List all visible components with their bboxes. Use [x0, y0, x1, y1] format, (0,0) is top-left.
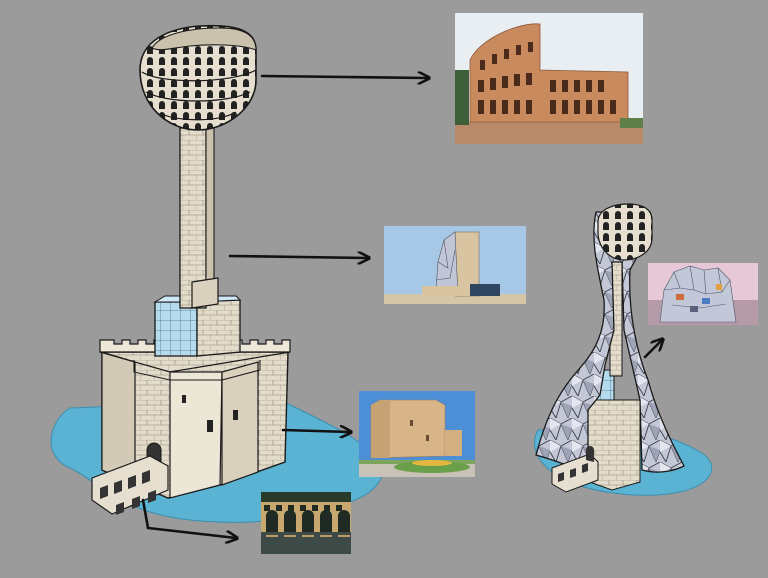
metal-facade-photo	[648, 263, 758, 325]
castle-photo	[359, 391, 475, 477]
clad-tower-sketch	[534, 203, 713, 496]
arrows	[141, 76, 662, 538]
arrow-crown-to-colosseum	[260, 76, 428, 78]
arrow-keep-to-castle	[281, 430, 350, 432]
arrow-bridge-to-aqueduct	[141, 498, 236, 538]
arrow-shaft-to-luma	[228, 256, 368, 258]
aqueduct-photo	[261, 492, 351, 554]
arrow-cladding-to-facade	[643, 340, 662, 359]
metal-cladding	[535, 211, 685, 481]
colosseum-crown	[139, 24, 257, 131]
glass-block	[153, 295, 242, 357]
luma-tower-photo	[384, 226, 526, 304]
colosseum-photo	[455, 13, 643, 144]
main-tower-sketch	[50, 24, 383, 523]
aqueduct-bridge	[91, 455, 169, 515]
tower-shaft	[179, 127, 219, 309]
